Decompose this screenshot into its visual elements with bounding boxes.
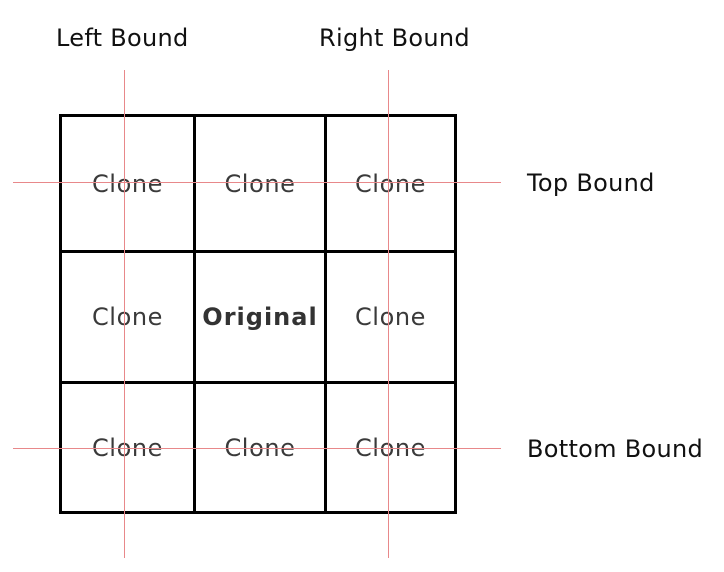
tile-grid: Clone Clone Clone Clone Original Clone C… [59, 114, 457, 514]
left-bound-label: Left Bound [56, 24, 189, 52]
bottom-bound-line [13, 448, 501, 449]
top-bound-label: Top Bound [527, 169, 655, 197]
clone-cell-middle-right: Clone [354, 303, 427, 331]
clone-cell-middle-left: Clone [91, 303, 164, 331]
right-bound-line [388, 70, 389, 558]
original-cell: Original [202, 303, 318, 331]
grid-divider-vertical-2 [324, 117, 327, 511]
clone-cell-bottom-center: Clone [224, 433, 296, 462]
clone-cell-top-center: Clone [224, 169, 296, 198]
grid-divider-horizontal-2 [62, 381, 454, 384]
grid-divider-vertical-1 [193, 117, 196, 511]
clone-cell-top-right: Clone [354, 169, 427, 198]
top-bound-line [13, 182, 501, 183]
clone-cell-bottom-right: Clone [354, 433, 427, 462]
clone-cell-bottom-left: Clone [91, 433, 164, 462]
right-bound-label: Right Bound [319, 24, 470, 52]
grid-divider-horizontal-1 [62, 250, 454, 253]
clone-cell-top-left: Clone [91, 169, 164, 198]
left-bound-line [124, 70, 125, 558]
bottom-bound-label: Bottom Bound [527, 435, 704, 463]
